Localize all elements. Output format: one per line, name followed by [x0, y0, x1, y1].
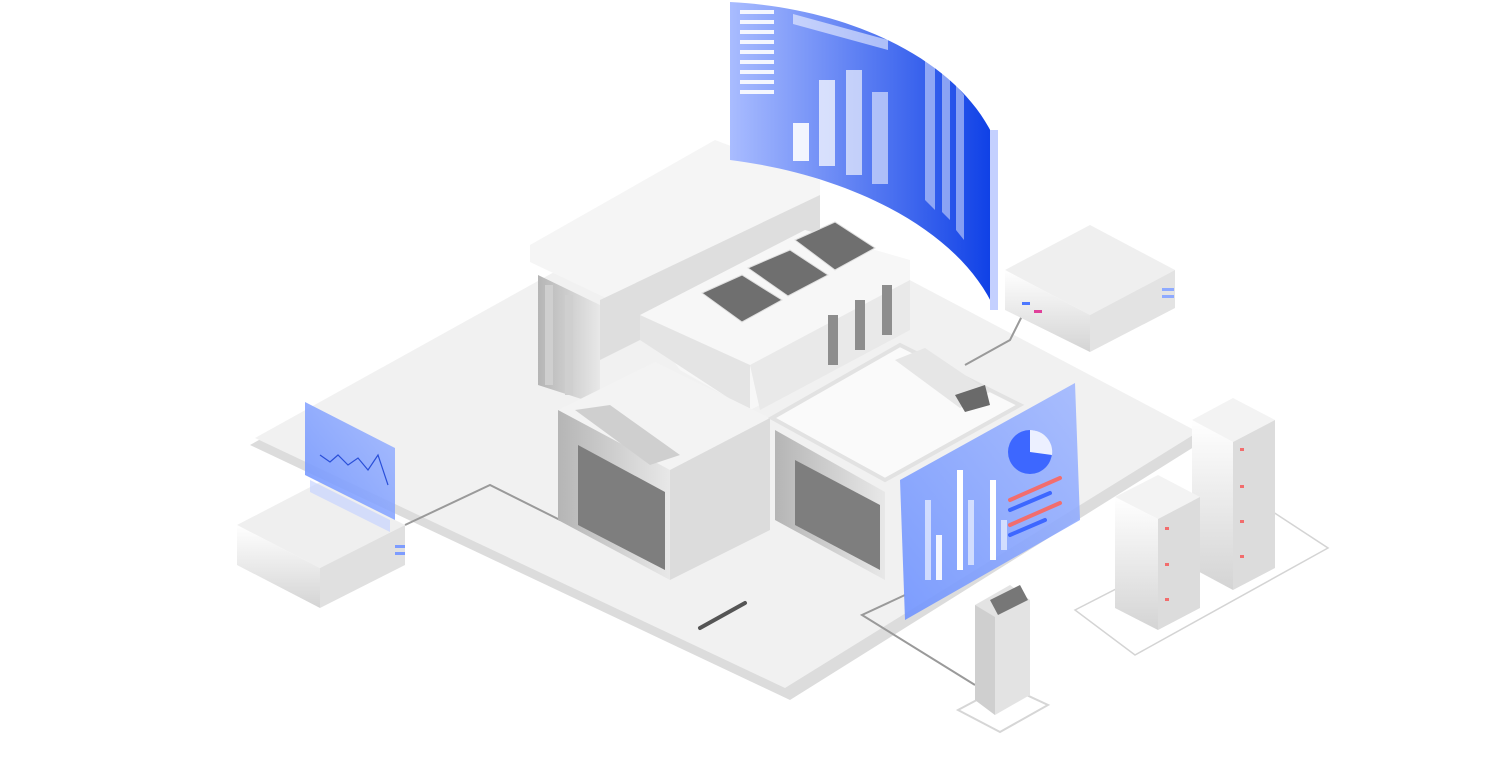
- sensor: [698, 601, 747, 630]
- chart-bar: [793, 123, 809, 161]
- solar-panel: [701, 221, 876, 323]
- chart-bar: [846, 70, 862, 175]
- pie-chart: [1008, 429, 1053, 474]
- chart-bar: [968, 500, 974, 565]
- chart-bar: [1001, 520, 1007, 550]
- line-chart: [319, 453, 389, 486]
- building: [530, 140, 1025, 580]
- monitor-device: [237, 402, 405, 608]
- server-stack-front: [1115, 475, 1200, 630]
- server-stack-back: [1192, 398, 1275, 590]
- chart-bar: [925, 500, 931, 580]
- router-device: [1005, 225, 1175, 352]
- analytics-panel: [900, 383, 1080, 620]
- kiosk-terminal: [955, 585, 1051, 734]
- chart-bar: [819, 80, 835, 166]
- chart-bar: [990, 480, 996, 560]
- curved-dashboard-screen: [730, 2, 998, 310]
- chart-bar: [872, 92, 888, 184]
- chart-bar: [957, 470, 963, 570]
- chart-bar: [936, 535, 942, 580]
- server-racks: [1073, 398, 1330, 656]
